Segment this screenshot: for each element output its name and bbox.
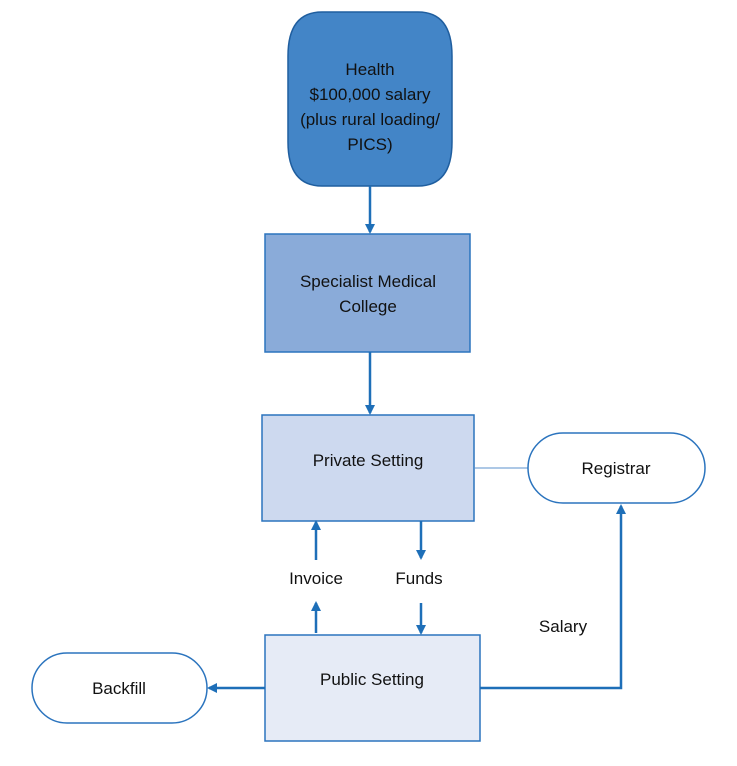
registrar-label: Registrar bbox=[582, 459, 651, 478]
health-line-1: Health bbox=[345, 60, 394, 79]
health-line-2: $100,000 salary bbox=[310, 85, 431, 104]
college-node: Specialist Medical College bbox=[264, 233, 471, 353]
private-setting-node: Private Setting bbox=[261, 414, 475, 522]
registrar-node: Registrar bbox=[527, 432, 706, 504]
backfill-node: Backfill bbox=[31, 652, 208, 724]
college-line-2: College bbox=[339, 297, 397, 316]
private-setting-label: Private Setting bbox=[313, 451, 424, 470]
arrow-salary-to-registrar bbox=[480, 504, 626, 690]
health-line-4: PICS) bbox=[347, 135, 392, 154]
funds-label: Funds bbox=[395, 569, 442, 588]
public-setting-label: Public Setting bbox=[320, 670, 424, 689]
health-line-3: (plus rural loading/ bbox=[300, 110, 440, 129]
invoice-label: Invoice bbox=[289, 569, 343, 588]
backfill-label: Backfill bbox=[92, 679, 146, 698]
health-node: Health $100,000 salary (plus rural loadi… bbox=[287, 11, 453, 187]
college-line-1: Specialist Medical bbox=[300, 272, 436, 291]
salary-label: Salary bbox=[539, 617, 588, 636]
public-setting-node: Public Setting bbox=[264, 634, 481, 742]
